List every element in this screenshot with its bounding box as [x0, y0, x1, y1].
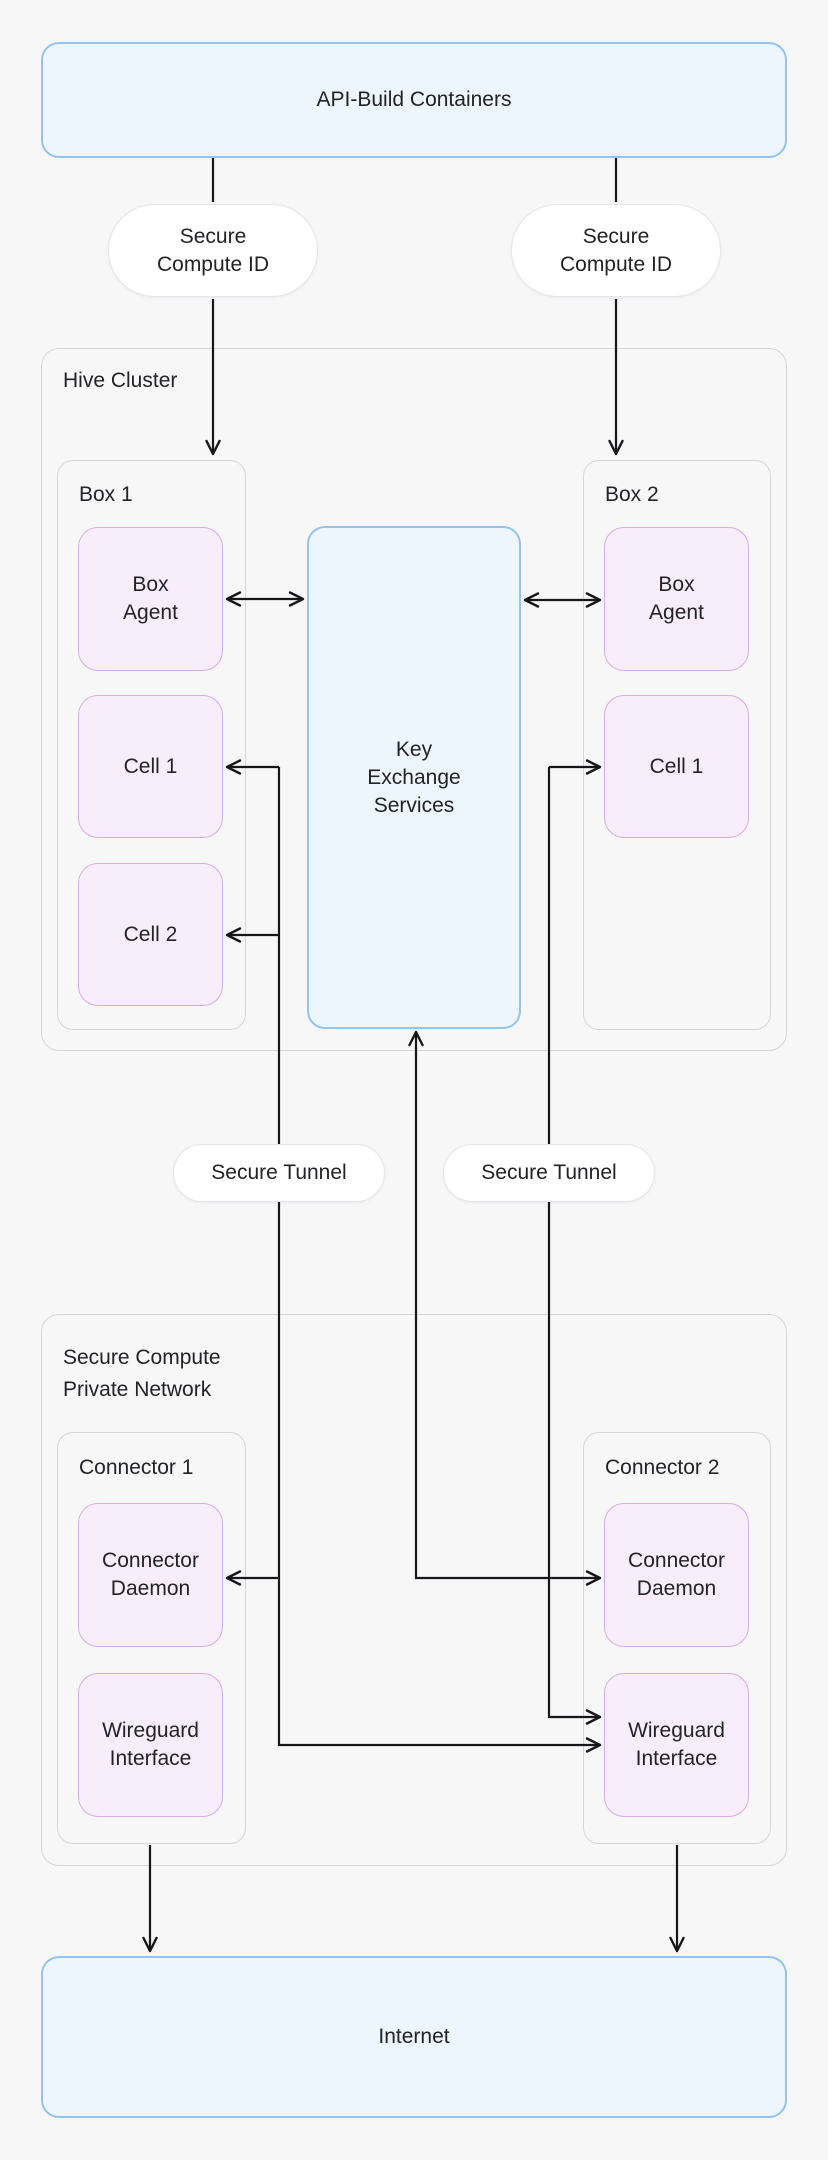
secure-compute-id-pill-right: Secure Compute ID [511, 204, 721, 297]
connector-2-daemon-node: Connector Daemon [604, 1503, 749, 1647]
secure-tunnel-pill-right: Secure Tunnel [443, 1144, 655, 1202]
api-build-containers-box: API-Build Containers [41, 42, 787, 158]
key-exchange-services-box: Key Exchange Services [307, 526, 521, 1029]
connector-2-label: Connector 2 [605, 1456, 720, 1479]
secure-compute-id-pill-left: Secure Compute ID [108, 204, 318, 297]
connector-1-label: Connector 1 [79, 1456, 194, 1479]
box-2-cell-1-node: Cell 1 [604, 695, 749, 838]
box-1-label: Box 1 [79, 483, 133, 506]
box-1-agent-node: Box Agent [78, 527, 223, 671]
internet-box: Internet [41, 1956, 787, 2118]
hive-cluster-label: Hive Cluster [63, 369, 178, 392]
connector-1-wireguard-node: Wireguard Interface [78, 1673, 223, 1817]
box-2-label: Box 2 [605, 483, 659, 506]
box-2-agent-node: Box Agent [604, 527, 749, 671]
private-network-label: Secure Compute Private Network [63, 1346, 221, 1401]
box-2-container [583, 460, 771, 1030]
box-1-cell-2-node: Cell 2 [78, 863, 223, 1006]
secure-tunnel-pill-left: Secure Tunnel [173, 1144, 385, 1202]
connector-1-daemon-node: Connector Daemon [78, 1503, 223, 1647]
box-1-container [57, 460, 246, 1030]
connector-1-container [57, 1432, 246, 1844]
box-1-cell-1-node: Cell 1 [78, 695, 223, 838]
connector-2-wireguard-node: Wireguard Interface [604, 1673, 749, 1817]
